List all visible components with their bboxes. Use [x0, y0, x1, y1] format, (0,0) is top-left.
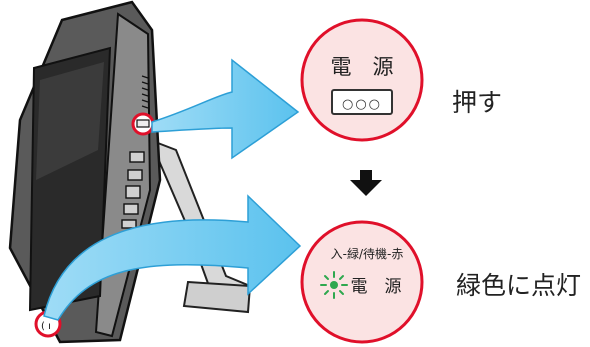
callout-circle-bottom: [300, 220, 424, 344]
green-led-icon: [320, 271, 348, 299]
lower-arrow: [43, 194, 302, 321]
vent-slots: [141, 75, 149, 109]
callout-circle-top: [300, 18, 424, 142]
led-callout: 入-緑/待機-赤 電 源: [300, 220, 424, 344]
power-label-bottom: 電 源: [351, 277, 402, 297]
down-arrow-icon: [350, 170, 382, 196]
press-label: 押す: [452, 88, 502, 117]
power-button: [331, 89, 393, 115]
side-ports: [121, 151, 145, 229]
monitor-screen-glare: [36, 62, 104, 180]
upper-arrow: [151, 58, 300, 160]
power-label-top: 電 源: [331, 55, 394, 79]
monitor-device: ( ı: [8, 0, 252, 344]
power-button-dots: ○○○: [342, 97, 382, 112]
led-caption: 入-緑/待機-赤: [331, 246, 404, 261]
power-button-callout: 電 源 ○○○: [300, 18, 424, 142]
stand-foot: [182, 280, 252, 314]
lights-green-label: 緑色に点灯: [456, 271, 581, 300]
front-led-marks: ( ı: [41, 321, 51, 332]
side-power-button: [136, 119, 150, 128]
